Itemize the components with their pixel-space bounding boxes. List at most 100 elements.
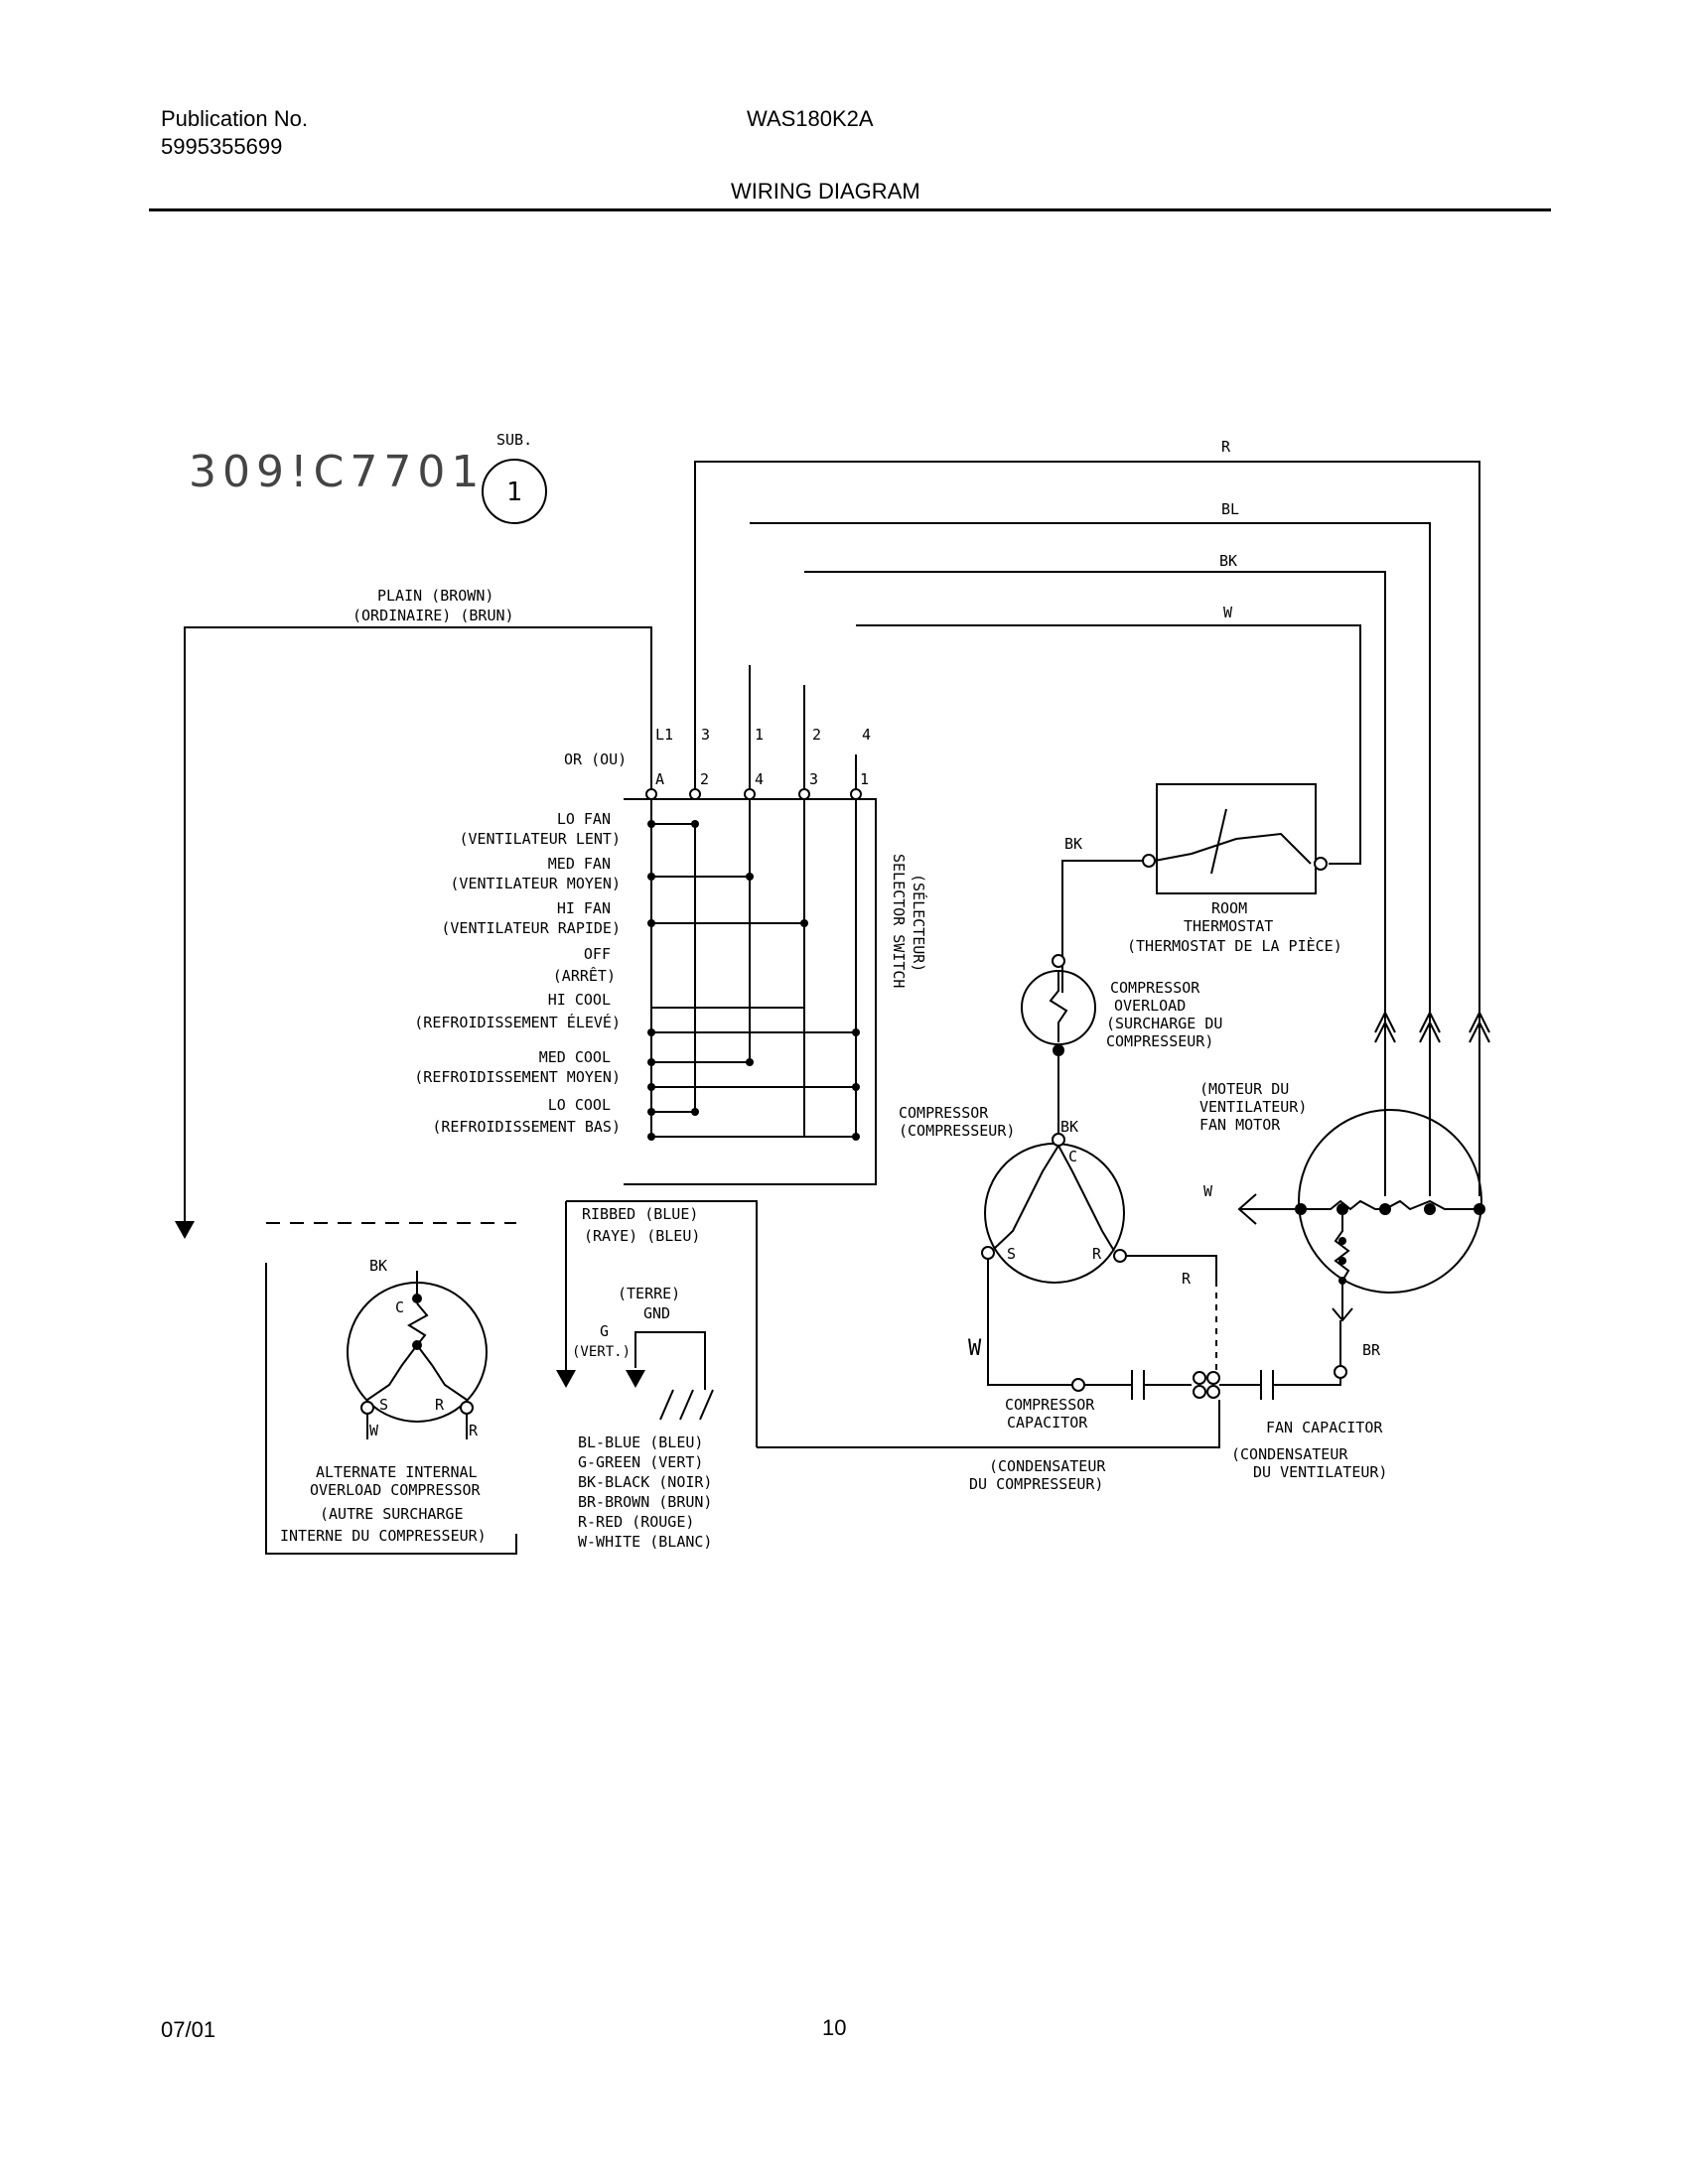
publication-number: 5995355699 — [161, 134, 283, 159]
page-number: 10 — [822, 2015, 847, 2040]
top-terminal-2: 2 — [812, 726, 821, 744]
fan-motor-label-fr: (MOTEUR DU — [1199, 1080, 1289, 1098]
comp-capacitor-label-fr: (CONDENSATEUR — [989, 1457, 1106, 1475]
overload-label: COMPRESSOR — [1110, 979, 1200, 997]
fan-motor-label: FAN MOTOR — [1199, 1116, 1281, 1134]
top-terminal-4: 4 — [862, 726, 871, 744]
mode-med-fan: MED FAN — [548, 855, 611, 873]
ground-wiring — [556, 1200, 1220, 1448]
color-legend: BL-BLUE (BLEU) G-GREEN (VERT) BK-BLACK (… — [578, 1433, 712, 1551]
overload-label-fr: (SURCHARGE DU — [1106, 1015, 1222, 1032]
compressor-overload — [1021, 954, 1096, 1137]
fan-capacitor-label: FAN CAPACITOR — [1266, 1419, 1383, 1436]
fan-motor — [1237, 1010, 1490, 1322]
top-terminal-l1: L1 — [655, 726, 673, 744]
comp-capacitor-label: COMPRESSOR — [1005, 1396, 1095, 1414]
power-cord-label-fr: (ORDINAIRE) (BRUN) — [352, 607, 514, 624]
compressor-terminal-c: C — [1068, 1148, 1077, 1165]
drawing-number: 309!C7701 — [189, 447, 485, 497]
wire-label-w: W — [1223, 604, 1233, 621]
ground-ribbed-label: RIBBED (BLUE) — [582, 1205, 698, 1223]
thermostat-label-fr: (THERMOSTAT DE LA PIÈCE) — [1127, 936, 1342, 955]
selector-switch-label-fr: (SÉLECTEUR) — [910, 874, 928, 972]
compressor-label: COMPRESSOR — [899, 1104, 989, 1122]
ground-vert-label: (VERT.) — [572, 1344, 631, 1360]
terminal-3: 3 — [809, 770, 818, 788]
alt-label-fr: (AUTRE SURCHARGE — [320, 1505, 464, 1523]
legend-br: BR-BROWN (BRUN) — [578, 1493, 712, 1511]
mode-hi-cool: HI COOL — [548, 991, 611, 1009]
legend-w: W-WHITE (BLANC) — [578, 1533, 712, 1551]
terminal-4: 4 — [755, 770, 764, 788]
room-thermostat — [1061, 783, 1328, 993]
compressor-wire-r: R — [1182, 1270, 1192, 1288]
comp-capacitor-label-fr-2: DU COMPRESSEUR) — [969, 1475, 1103, 1493]
mode-labels: LO FAN (VENTILATEUR LENT) MED FAN (VENTI… — [414, 810, 621, 1136]
thermostat-wire-bk: BK — [1064, 835, 1082, 853]
alt-wire-bk: BK — [369, 1257, 387, 1275]
compressor-wire-w: W — [968, 1336, 982, 1361]
page-title: WIRING DIAGRAM — [731, 179, 920, 204]
alt-terminal-c: C — [395, 1298, 404, 1316]
ground-arrow-icon — [556, 1370, 576, 1388]
alt-terminal-r: R — [435, 1396, 445, 1414]
sub-circle — [482, 459, 547, 524]
comp-capacitor-label-2: CAPACITOR — [1007, 1414, 1088, 1432]
mode-off: OFF — [584, 945, 611, 963]
wire-label-r: R — [1221, 438, 1231, 456]
alt-wire-r: R — [469, 1422, 479, 1439]
alt-label-fr-2: INTERNE DU COMPRESSEUR) — [280, 1527, 487, 1545]
fan-capacitor — [1219, 1320, 1347, 1400]
thermostat-label-2: THERMOSTAT — [1184, 917, 1273, 935]
alt-terminal-s: S — [379, 1396, 388, 1414]
mode-med-cool: MED COOL — [539, 1048, 611, 1066]
mode-hi-cool-fr: (REFROIDISSEMENT ÉLEVÉ) — [414, 1013, 621, 1031]
ground-arrow-icon — [175, 1221, 195, 1239]
terminal-a: A — [655, 770, 664, 788]
fan-motor-wire-br: BR — [1362, 1341, 1381, 1359]
compressor-label-fr: (COMPRESSEUR) — [899, 1122, 1015, 1140]
sub-number: 1 — [506, 478, 522, 507]
main-wiring-harness — [184, 461, 1480, 1221]
or-label: OR (OU) — [564, 751, 627, 768]
mode-lo-cool-fr: (REFROIDISSEMENT BAS) — [432, 1118, 621, 1136]
publication-label: Publication No. — [161, 106, 308, 131]
terminal-2: 2 — [700, 770, 709, 788]
overload-label-fr-2: COMPRESSEUR) — [1106, 1032, 1213, 1050]
mode-med-fan-fr: (VENTILATEUR MOYEN) — [450, 875, 621, 892]
fan-motor-wire-w: W — [1203, 1182, 1213, 1200]
header-rule — [149, 208, 1551, 211]
ground-gnd-label: GND — [643, 1304, 670, 1322]
compressor-terminal-r: R — [1092, 1245, 1102, 1263]
compressor-terminal-s: S — [1007, 1245, 1016, 1263]
power-cord-label: PLAIN (BROWN) — [377, 587, 493, 605]
wire-label-bk: BK — [1219, 552, 1237, 570]
alternate-overload-inset — [265, 1222, 517, 1555]
overload-label-2: OVERLOAD — [1114, 997, 1186, 1015]
top-terminal-1: 1 — [755, 726, 764, 744]
legend-r: R-RED (ROUGE) — [578, 1513, 694, 1531]
fan-capacitor-label-fr-2: DU VENTILATEUR) — [1253, 1463, 1387, 1481]
wire-label-bl: BL — [1221, 500, 1239, 518]
mode-hi-fan: HI FAN — [557, 899, 611, 917]
top-terminal-3: 3 — [701, 726, 710, 744]
compressor — [981, 1133, 1217, 1386]
alt-label-2: OVERLOAD COMPRESSOR — [310, 1481, 482, 1499]
fan-capacitor-label-fr: (CONDENSATEUR — [1231, 1445, 1348, 1463]
mode-off-fr: (ARRÊT) — [553, 966, 616, 985]
mode-hi-fan-fr: (VENTILATEUR RAPIDE) — [441, 919, 621, 937]
footer-date: 07/01 — [161, 2017, 216, 2042]
selector-switch-label: SELECTOR SWITCH — [890, 854, 908, 988]
mode-lo-fan-fr: (VENTILATEUR LENT) — [459, 830, 621, 848]
switch-terminals — [645, 788, 862, 800]
thermostat-label: ROOM — [1211, 899, 1247, 917]
mode-lo-fan: LO FAN — [557, 810, 611, 828]
legend-bk: BK-BLACK (NOIR) — [578, 1473, 712, 1491]
compressor-wire-bk: BK — [1060, 1118, 1078, 1136]
alt-label: ALTERNATE INTERNAL — [316, 1463, 478, 1481]
selector-switch — [624, 798, 877, 1185]
sub-label: SUB. — [496, 431, 532, 449]
ground-g-label: G — [600, 1322, 609, 1340]
mode-lo-cool: LO COOL — [548, 1096, 611, 1114]
